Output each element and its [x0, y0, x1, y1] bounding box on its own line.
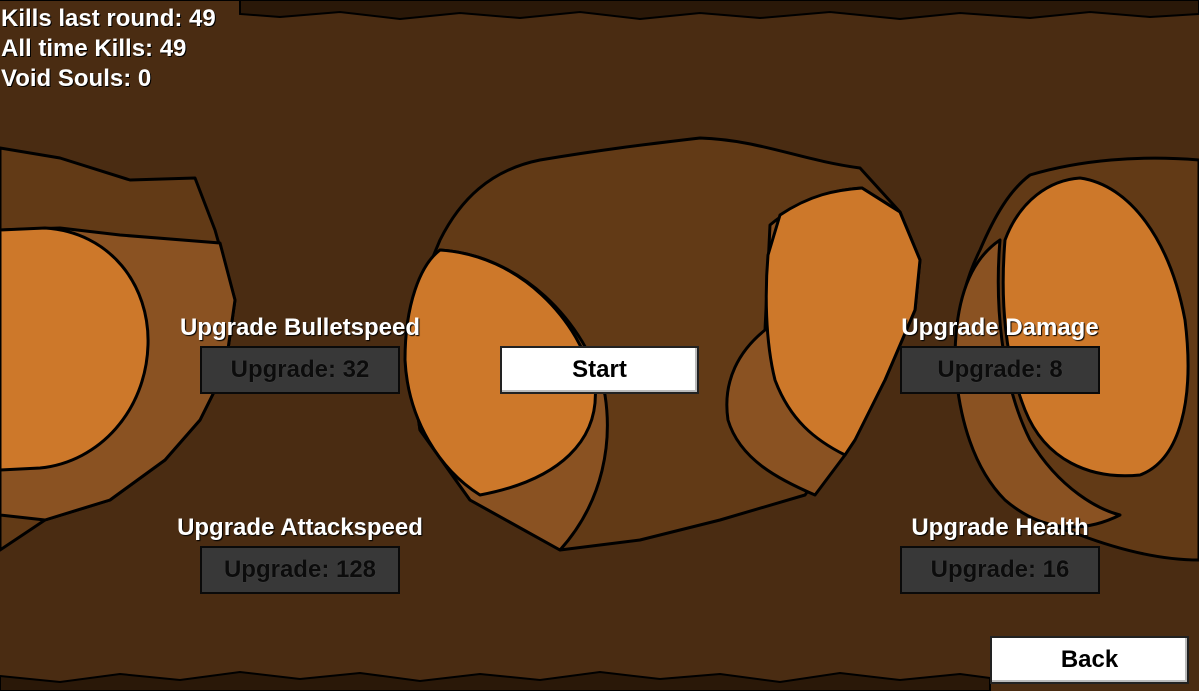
upgrade-bulletspeed-title: Upgrade Bulletspeed	[179, 314, 421, 341]
void-souls-label: Void Souls: 0	[1, 65, 152, 92]
upgrade-attackspeed-title: Upgrade Attackspeed	[177, 514, 423, 541]
upgrade-damage-button[interactable]: Upgrade: 8	[900, 346, 1100, 394]
cave-floor-edge	[0, 670, 991, 691]
cave-ceiling	[0, 0, 1199, 21]
all-time-kills-label: All time Kills: 49	[1, 35, 187, 62]
kills-last-round-label: Kills last round: 49	[1, 5, 216, 32]
upgrade-damage-title: Upgrade Damage	[901, 314, 1099, 341]
rock-center	[403, 136, 922, 552]
upgrade-health-button[interactable]: Upgrade: 16	[900, 546, 1100, 594]
upgrade-bulletspeed-button[interactable]: Upgrade: 32	[200, 346, 400, 394]
back-button[interactable]: Back	[990, 636, 1189, 684]
upgrade-health-title: Upgrade Health	[911, 514, 1089, 541]
rock-left	[0, 146, 237, 552]
upgrade-attackspeed-button[interactable]: Upgrade: 128	[200, 546, 400, 594]
start-button[interactable]: Start	[500, 346, 699, 394]
